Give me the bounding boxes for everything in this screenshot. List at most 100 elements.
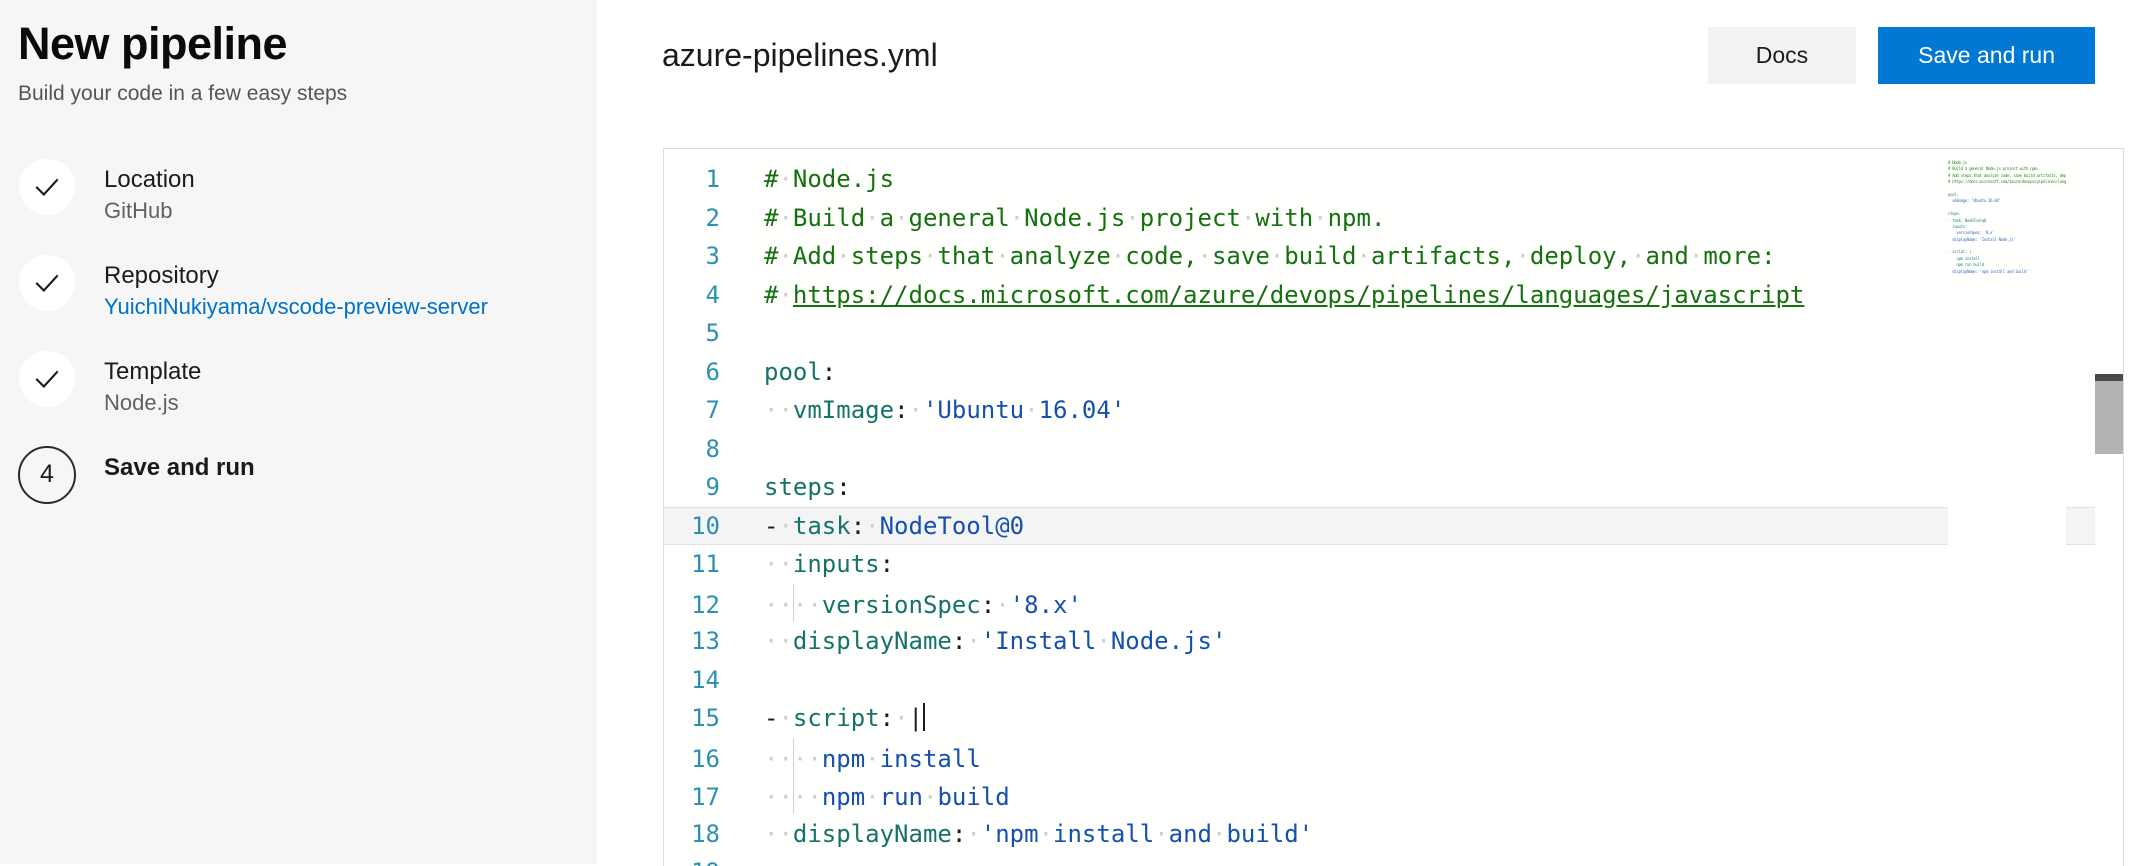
wizard-step-repository[interactable]: Repository YuichiNukiyama/vscode-preview… — [18, 253, 597, 326]
editor-minimap[interactable]: # Node.js# Build a general Node.js proje… — [1948, 149, 2066, 866]
code-line[interactable]: 18 ··displayName:·'npm·install·and·build' — [664, 815, 2123, 854]
code-text[interactable]: #·Build·a·general·Node.js·project·with·n… — [764, 203, 1386, 232]
minimap-line: # Add steps that analyze code, save buil… — [1948, 172, 2066, 178]
editor-header: azure-pipelines.yml Docs Save and run — [597, 0, 2133, 110]
line-number: 14 — [691, 665, 720, 694]
wizard-step-save-and-run[interactable]: 4 Save and run — [18, 445, 597, 518]
line-number: 2 — [705, 203, 720, 232]
scrollbar-thumb[interactable] — [2095, 381, 2123, 454]
code-text[interactable]: -·task:·NodeTool@0 — [764, 511, 1025, 540]
wizard-steps: Location GitHub Repository YuichiNukiyam… — [0, 157, 597, 518]
line-number: 18 — [691, 819, 720, 848]
line-number: 16 — [691, 744, 720, 773]
code-text[interactable]: #·Add·steps·that·analyze·code,·save·buil… — [764, 242, 1776, 270]
code-text[interactable]: ··displayName:·'npm·install·and·build' — [764, 819, 1314, 848]
yaml-editor[interactable]: 1#·Node.js 2 #·Build·a·general·Node.js·pro… — [663, 148, 2124, 866]
code-text[interactable]: pool: — [764, 357, 837, 386]
code-line[interactable]: 9 steps: — [664, 468, 2123, 507]
wizard-step-template[interactable]: Template Node.js — [18, 349, 597, 422]
code-line[interactable]: 14 — [664, 661, 2123, 700]
minimap-line: # Build a general Node.js project with n… — [1948, 166, 2039, 172]
line-number: 19 — [664, 853, 764, 866]
line-number: 17 — [691, 783, 720, 811]
code-line[interactable]: 8 — [664, 430, 2123, 469]
step-number-badge: 4 — [18, 445, 76, 504]
line-number: 9 — [705, 473, 720, 501]
step-check-icon — [18, 349, 76, 408]
step-label: Repository — [104, 261, 219, 289]
page-subtitle: Build your code in a few easy steps — [18, 81, 348, 105]
save-and-run-button[interactable]: Save and run — [1878, 26, 2095, 84]
step-label: Save and run — [104, 453, 255, 481]
step-value: GitHub — [104, 198, 173, 224]
file-name-title: azure-pipelines.yml — [662, 36, 938, 73]
code-line[interactable]: 4 #·https://docs.microsoft.com/azure/devo… — [664, 276, 2123, 315]
minimap-line: steps: — [1948, 211, 1961, 217]
code-text[interactable]: ··vmImage:·'Ubuntu·16.04' — [764, 396, 1126, 424]
code-text[interactable]: #·https://docs.microsoft.com/azure/devop… — [764, 280, 1805, 309]
code-line[interactable]: 1#·Node.js — [664, 160, 2123, 199]
step-check-icon — [18, 157, 76, 216]
minimap-line: inputs: — [1948, 223, 1967, 229]
line-number: 13 — [691, 627, 720, 655]
code-text[interactable]: ····npm·run·build — [764, 776, 2123, 817]
editor-surface[interactable]: 1#·Node.js 2 #·Build·a·general·Node.js·pro… — [664, 149, 2123, 866]
code-text[interactable]: ··displayName:·'Install·Node.js' — [764, 627, 1227, 655]
minimap-line: # https://docs.microsoft.com/azure/devop… — [1948, 179, 2066, 185]
code-lines[interactable]: 1#·Node.js 2 #·Build·a·general·Node.js·pro… — [664, 160, 2123, 866]
code-line[interactable]: 5 — [664, 314, 2123, 353]
line-number: 3 — [705, 242, 720, 270]
minimap-line: # Node.js — [1948, 160, 1967, 165]
code-line[interactable]: 13 ··displayName:·'Install·Node.js' — [664, 622, 2123, 661]
line-number: 6 — [705, 357, 720, 386]
line-number: 15 — [691, 704, 720, 732]
wizard-step-location[interactable]: Location GitHub — [18, 157, 597, 230]
code-line[interactable]: 15 -·script:·| — [664, 699, 2123, 738]
minimap-line — [1948, 275, 2066, 281]
minimap-line: npm run build — [1948, 262, 1984, 268]
docs-button[interactable]: Docs — [1707, 26, 1857, 84]
minimap-line: displayName: 'npm install and build' — [1948, 268, 2029, 274]
code-line[interactable]: 6 pool: — [664, 353, 2123, 392]
repository-link[interactable]: YuichiNukiyama/vscode-preview-server — [104, 294, 488, 320]
step-body: Location GitHub — [104, 158, 195, 225]
page-title: New pipeline — [18, 18, 288, 69]
editor-vertical-scrollbar[interactable] — [2095, 149, 2123, 866]
minimap-line: - script: | — [1948, 249, 1972, 255]
code-line[interactable]: 19 — [664, 853, 2123, 866]
step-body: Repository YuichiNukiyama/vscode-preview… — [104, 254, 488, 321]
code-line[interactable]: 3 #·Add·steps·that·analyze·code,·save·bui… — [664, 237, 2123, 276]
code-text[interactable]: ····npm·install — [764, 737, 2123, 779]
code-text[interactable]: ··inputs: — [764, 550, 895, 578]
minimap-line: displayName: 'Install Node.js' — [1948, 236, 2016, 242]
code-text[interactable]: #·Node.js — [764, 165, 895, 193]
line-number: 8 — [705, 434, 720, 463]
code-text[interactable]: ····versionSpec:·'8.x' — [764, 583, 2123, 625]
code-line[interactable]: 11··inputs: — [664, 545, 2123, 584]
minimap-line: - task: NodeTool@0 — [1948, 217, 1986, 223]
code-text[interactable]: steps: — [764, 473, 851, 501]
scrollbar-marker — [2095, 374, 2123, 381]
code-line[interactable]: 17 ····npm·run·build — [664, 776, 2123, 815]
line-number: 12 — [691, 590, 720, 619]
line-number: 4 — [705, 280, 720, 309]
code-line[interactable]: 16 ····npm·install — [664, 737, 2123, 779]
line-number: 7 — [705, 396, 720, 424]
minimap-line: vmImage: 'Ubuntu 16.04' — [1948, 198, 2001, 204]
code-line[interactable]: 12 ····versionSpec:·'8.x' — [664, 583, 2123, 625]
step-check-icon — [18, 253, 76, 312]
code-line[interactable]: 10 -·task:·NodeTool@0 — [664, 506, 2123, 545]
step-body: Save and run — [104, 446, 255, 482]
code-line[interactable]: 7 ··vmImage:·'Ubuntu·16.04' — [664, 391, 2123, 430]
header-actions: Docs Save and run — [1707, 26, 2095, 84]
step-value: Node.js — [104, 390, 179, 416]
line-number: 5 — [705, 319, 720, 347]
code-text[interactable]: -·script:·| — [764, 703, 925, 732]
wizard-sidebar: New pipeline Build your code in a few ea… — [0, 0, 597, 864]
step-number: 4 — [40, 460, 54, 489]
step-label: Location — [104, 165, 195, 193]
code-line[interactable]: 2 #·Build·a·general·Node.js·project·with·… — [664, 199, 2123, 238]
step-body: Template Node.js — [104, 350, 201, 417]
line-number: 10 — [691, 511, 720, 540]
